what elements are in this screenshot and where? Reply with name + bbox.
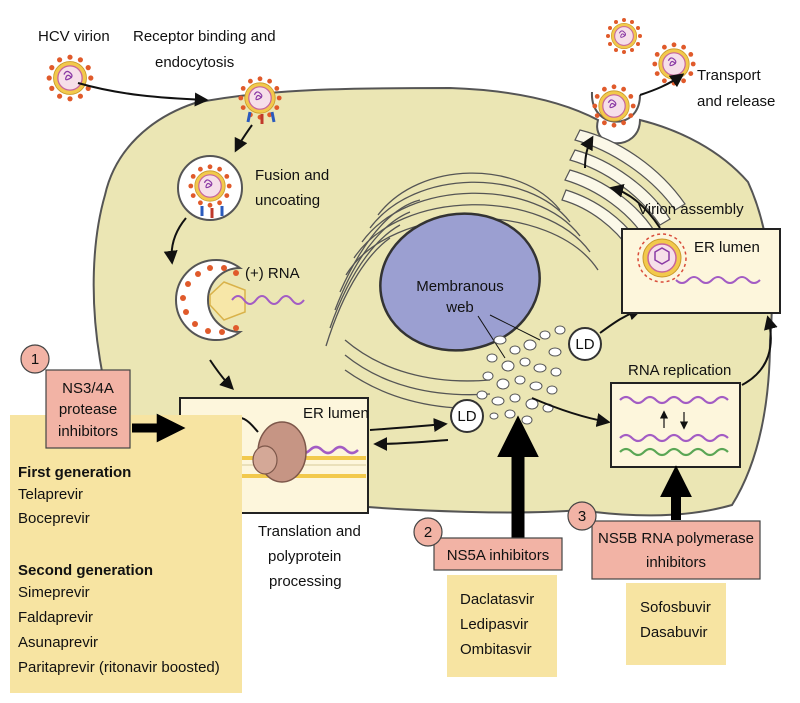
drug-paritaprevir: Paritaprevir (ritonavir boosted) xyxy=(18,659,220,676)
drug-asunaprevir: Asunaprevir xyxy=(18,634,98,651)
drug-class-1-line-3: inhibitors xyxy=(58,423,118,440)
drug-class-3-line-1: NS5B RNA polymerase xyxy=(598,530,754,547)
fusion-label-2: uncoating xyxy=(255,192,320,209)
plus-rna-label: (+) RNA xyxy=(245,265,300,282)
lipid-droplet-right: LD xyxy=(568,327,602,361)
drug-list-panel-3 xyxy=(626,583,726,665)
svg-text:3: 3 xyxy=(578,508,586,525)
second-generation-heading: Second generation xyxy=(18,562,153,579)
membranous-web-label-2: web xyxy=(445,299,474,316)
budding-virion xyxy=(590,83,641,129)
released-virion-small-icon xyxy=(605,17,643,55)
rna-replication-label: RNA replication xyxy=(628,362,731,379)
membranous-web-pointer xyxy=(477,315,506,359)
drug-class-box-1 xyxy=(45,369,131,449)
translation-label-1: Translation and xyxy=(258,523,361,540)
membranous-web-pointer-2 xyxy=(489,314,541,341)
fusion-label-1: Fusion and xyxy=(255,167,329,184)
drug-ledipasvir: Ledipasvir xyxy=(460,616,528,633)
translation-label-3: processing xyxy=(269,573,342,590)
hcv-virion-label: HCV virion xyxy=(38,28,110,45)
transport-label-2: and release xyxy=(697,93,775,110)
drug-ombitasvir: Ombitasvir xyxy=(460,641,532,658)
uncoating-capsid xyxy=(175,259,305,341)
transport-label-1: Transport xyxy=(697,67,761,84)
lipid-droplet-center: LD xyxy=(450,399,484,433)
first-generation-heading: First generation xyxy=(18,464,131,481)
drug-list-panel-1 xyxy=(10,415,242,693)
drug-class-box-2 xyxy=(433,537,563,571)
drug-daclatasvir: Daclatasvir xyxy=(460,591,534,608)
drug-class-1-line-1: NS3/4A xyxy=(62,380,114,397)
drug-simeprevir: Simeprevir xyxy=(18,584,90,601)
golgi-apparatus xyxy=(561,129,686,251)
rna-replication-box xyxy=(610,382,741,468)
drug-sofosbuvir: Sofosbuvir xyxy=(640,599,711,616)
drug-dasabuvir: Dasabuvir xyxy=(640,624,708,641)
svg-text:LD: LD xyxy=(457,408,476,425)
receptor-binding-label-1: Receptor binding and xyxy=(133,28,276,45)
svg-text:1: 1 xyxy=(31,351,39,368)
drug-class-3-line-2: inhibitors xyxy=(646,554,706,571)
drug-class-number-1 xyxy=(20,344,50,374)
receptor-binding-label-2: endocytosis xyxy=(155,54,234,71)
membranous-web-label-1: Membranous xyxy=(416,278,504,295)
er-lumen-assembly-box: ER lumen xyxy=(621,228,781,314)
svg-text:ER lumen: ER lumen xyxy=(303,405,369,422)
svg-text:LD: LD xyxy=(575,336,594,353)
translation-label-2: polyprotein xyxy=(268,548,341,565)
hcv-virion-icon xyxy=(45,53,95,103)
drug-class-number-2 xyxy=(413,517,443,547)
drug-telaprevir: Telaprevir xyxy=(18,486,83,503)
drug-class-1-line-2: protease xyxy=(59,401,117,418)
drug-class-2-line-1: NS5A inhibitors xyxy=(447,547,550,564)
drug-faldaprevir: Faldaprevir xyxy=(18,609,93,626)
nucleus xyxy=(379,212,541,352)
drug-class-box-3 xyxy=(591,520,761,580)
lifecycle-arrows xyxy=(77,73,778,451)
drug-list-panel-2 xyxy=(447,575,557,677)
svg-text:ER lumen: ER lumen xyxy=(694,239,760,256)
drug-class-number-3 xyxy=(567,501,597,531)
endosome-fusion xyxy=(177,155,243,221)
svg-text:2: 2 xyxy=(424,524,432,541)
drug-boceprevir: Boceprevir xyxy=(18,510,90,527)
endocytosis-virion xyxy=(237,75,283,124)
virion-assembly-label: Virion assembly xyxy=(638,201,744,218)
